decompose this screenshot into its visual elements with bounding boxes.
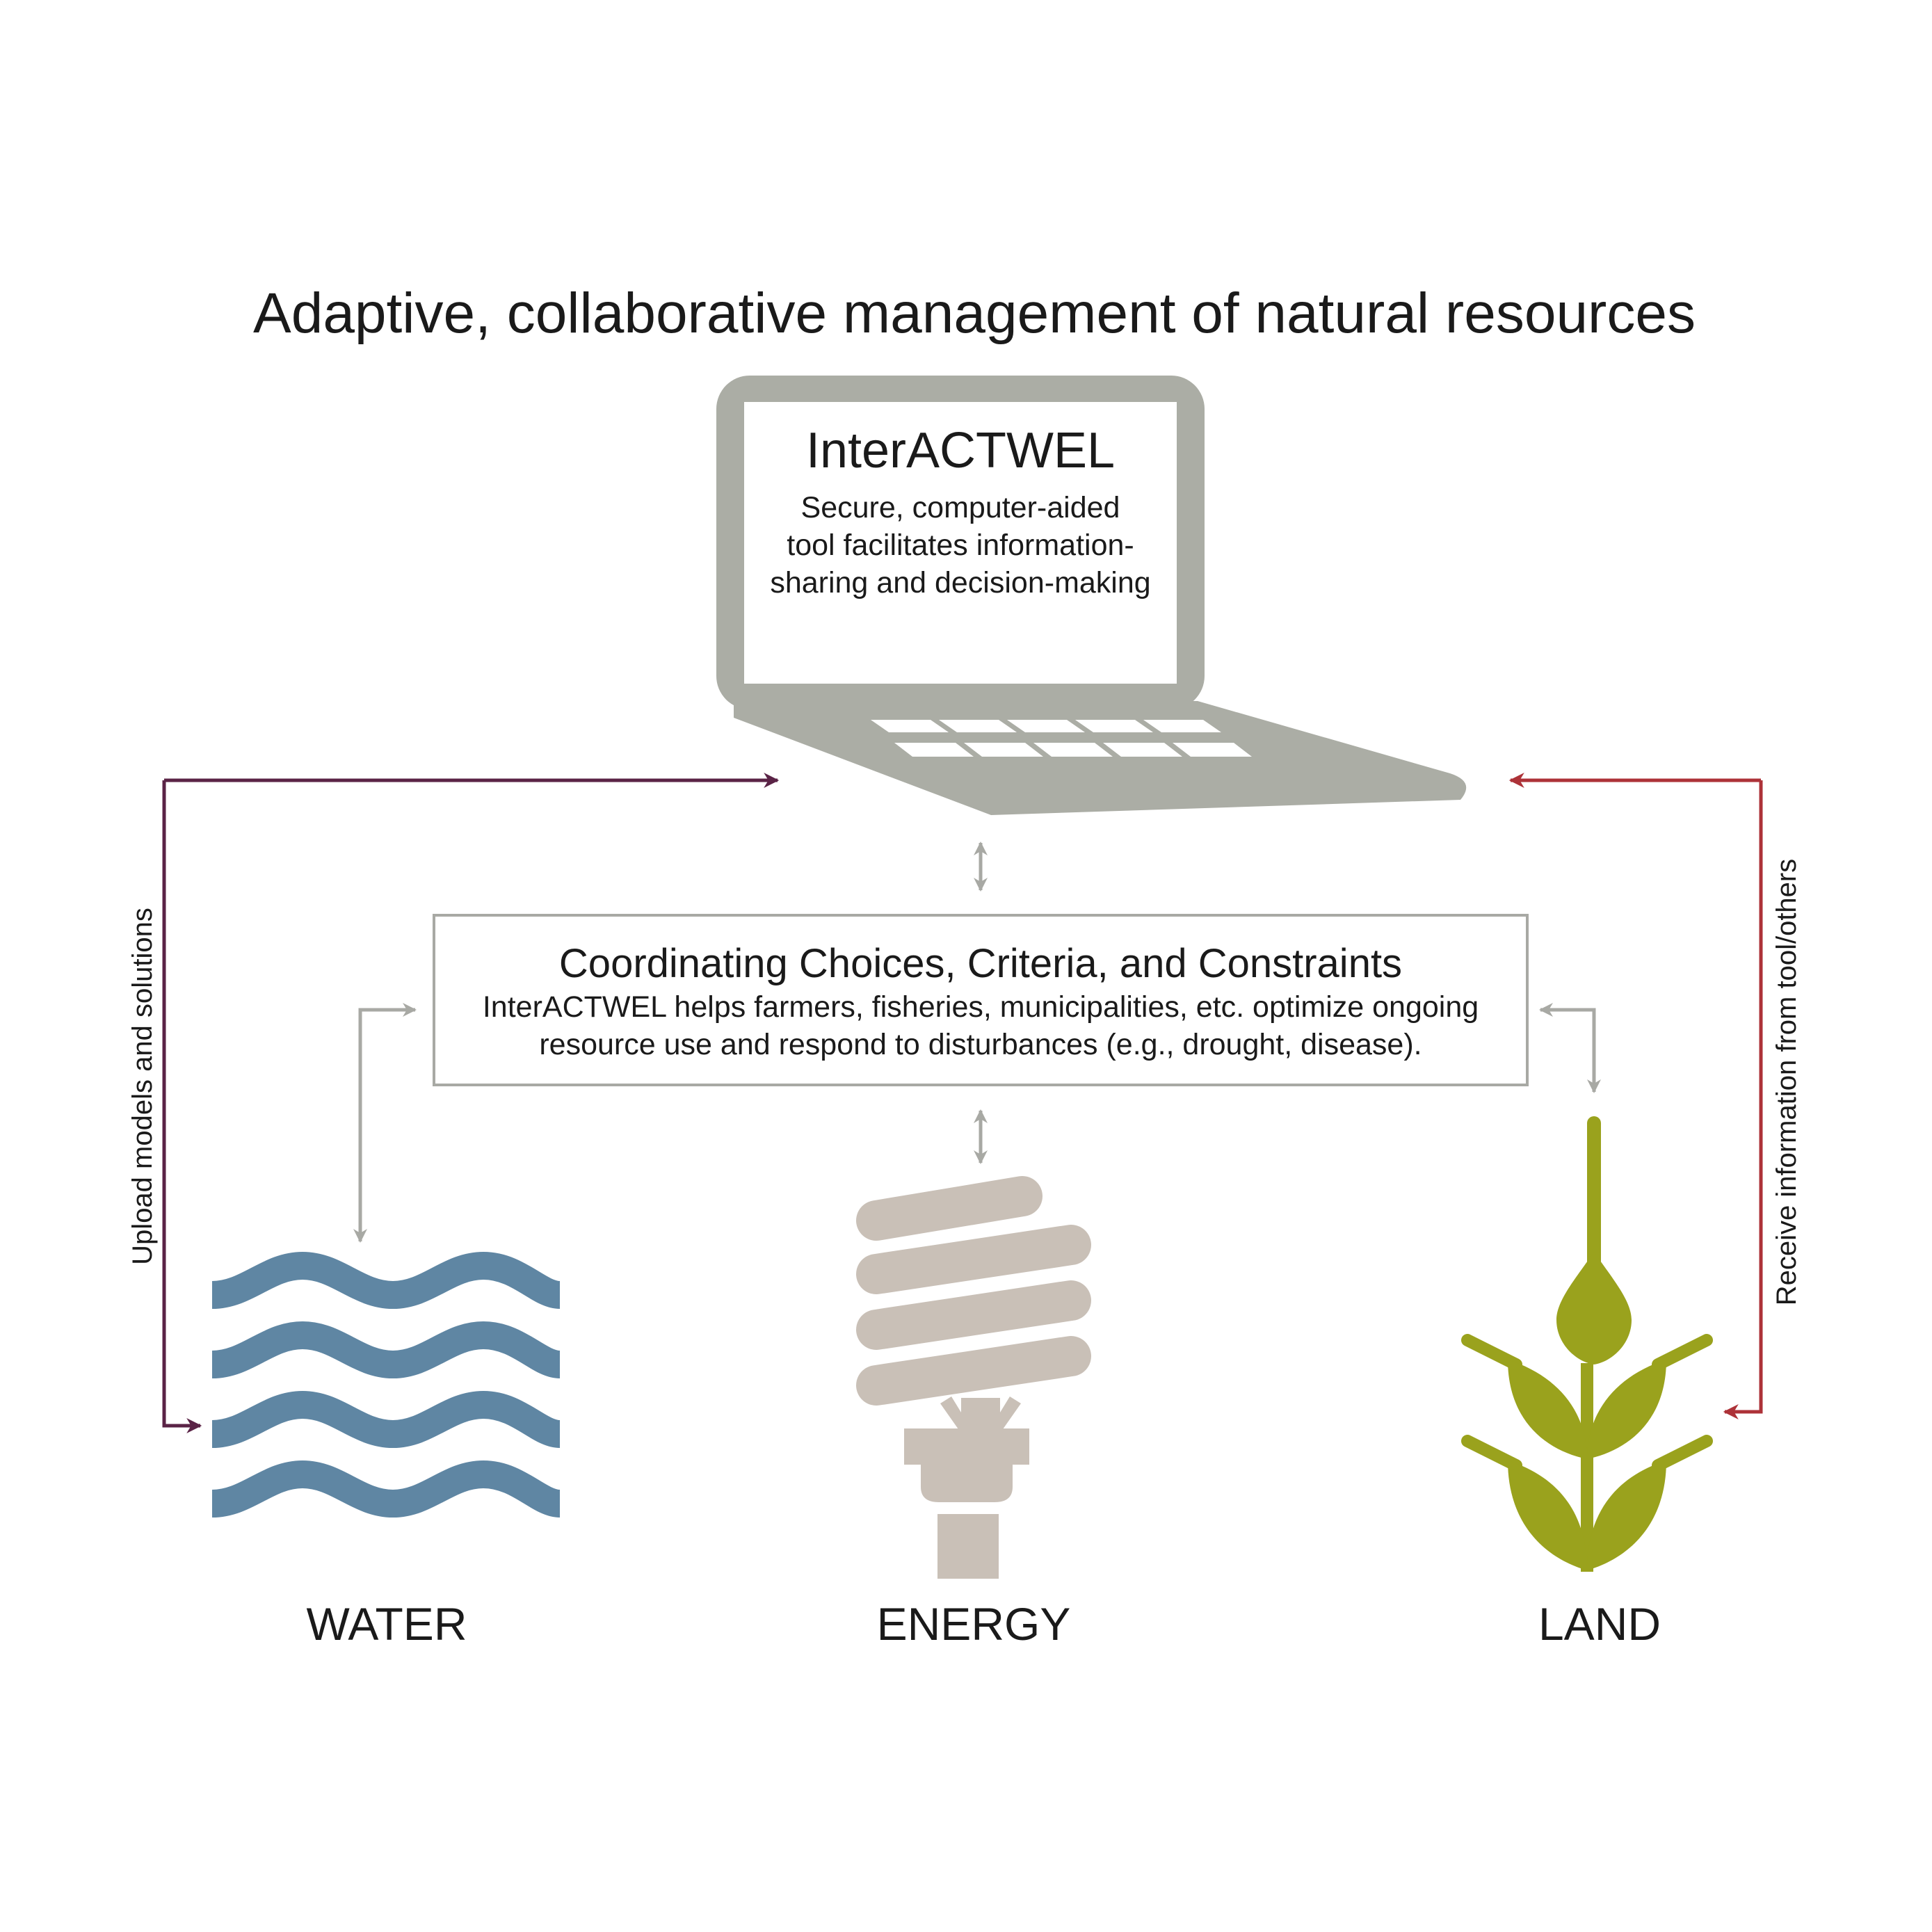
- coordination-box: [433, 914, 1529, 1086]
- laptop-icon: [716, 376, 1467, 815]
- upload-label: Upload models and solutions: [127, 908, 158, 1265]
- upload-arrow-to-water: [162, 780, 202, 1433]
- wheat-icon: [1461, 1116, 1713, 1572]
- tool-description-line-1: Secure, computer-aided: [801, 491, 1120, 524]
- box-water-connector: [353, 1003, 417, 1243]
- tool-description-line-3: sharing and decision-making: [770, 566, 1150, 599]
- coordination-title: Coordinating Choices, Criteria, and Cons…: [559, 941, 1402, 986]
- land-label: LAND: [1538, 1598, 1661, 1650]
- coordination-description-line-1: InterACTWEL helps farmers, fisheries, mu…: [483, 990, 1479, 1024]
- energy-label: ENERGY: [877, 1598, 1071, 1650]
- water-label: WATER: [307, 1598, 467, 1650]
- light-bulb-icon: [856, 1176, 1091, 1579]
- tool-name: InterACTWEL: [806, 423, 1115, 478]
- coordination-description-line-2: resource use and respond to disturbances…: [539, 1028, 1422, 1061]
- receive-label: Receive information from tool/others: [1771, 859, 1802, 1306]
- tool-description-line-2: tool facilitates information-: [787, 529, 1134, 562]
- page-title: Adaptive, collaborative management of na…: [253, 282, 1696, 345]
- receive-arrow-to-land: [1723, 780, 1763, 1419]
- waves-icon: [211, 1251, 562, 1518]
- box-land-connector: [1539, 1003, 1601, 1093]
